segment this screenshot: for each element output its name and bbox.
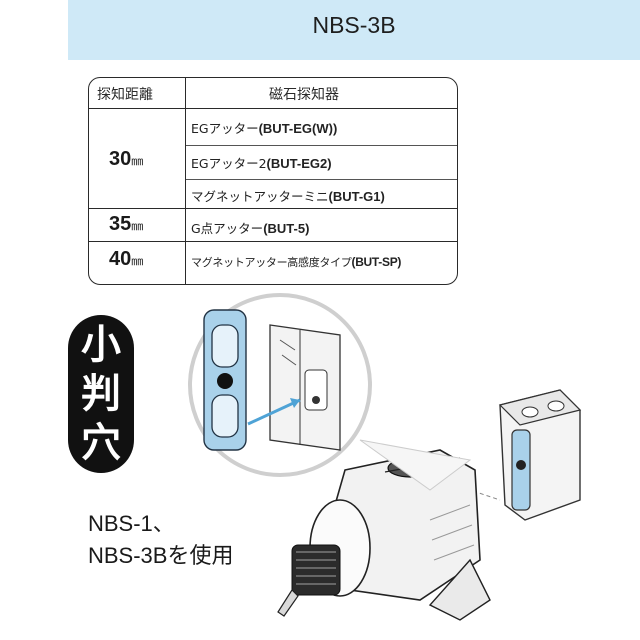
page-title: NBS-3B bbox=[312, 12, 396, 38]
badge-char: 判 bbox=[81, 370, 121, 417]
arrow-head-icon bbox=[290, 398, 300, 408]
detector-item: EGアッター2(BUT-EG2) bbox=[191, 156, 332, 171]
table-group-divider bbox=[89, 241, 457, 242]
direction-arrow bbox=[247, 398, 301, 426]
header-detector: 磁石探知器 bbox=[269, 87, 339, 103]
small-hole-badge: 小 判 穴 bbox=[68, 315, 134, 473]
distance-40: 40㎜ bbox=[109, 248, 144, 270]
usage-note-line2: NBS-3Bを使用 bbox=[88, 543, 234, 568]
tool-bit bbox=[277, 589, 299, 617]
badge-char: 穴 bbox=[81, 419, 121, 466]
title-banner: NBS-3B bbox=[68, 0, 640, 60]
detection-table: 探知距離 磁石探知器 30㎜ EGアッター(BUT-EG(W)) EGアッター2… bbox=[88, 77, 458, 285]
detector-item: マグネットアッター高感度タイプ(BUT-SP) bbox=[191, 255, 402, 269]
usage-note-line1: NBS-1、 bbox=[88, 511, 175, 536]
electrical-box bbox=[498, 389, 582, 521]
detector-tool bbox=[277, 449, 491, 621]
table-row-divider bbox=[186, 145, 457, 146]
tool-chuck bbox=[291, 544, 341, 596]
table-header-divider bbox=[89, 108, 457, 109]
magnet-dot bbox=[217, 373, 233, 389]
table-group-divider bbox=[89, 208, 457, 209]
nbs-marker-part bbox=[203, 309, 247, 451]
badge-char: 小 bbox=[81, 322, 121, 369]
table-row-divider bbox=[186, 179, 457, 180]
distance-30: 30㎜ bbox=[109, 148, 144, 170]
wall-stud bbox=[269, 324, 341, 451]
detector-item: EGアッター(BUT-EG(W)) bbox=[191, 121, 338, 136]
table-column-divider bbox=[185, 78, 186, 284]
distance-35: 35㎜ bbox=[109, 213, 144, 235]
magnified-callout bbox=[188, 293, 472, 491]
header-distance: 探知距離 bbox=[97, 87, 153, 103]
detector-item: G点アッター(BUT-5) bbox=[191, 221, 310, 236]
detector-item: マグネットアッターミニ(BUT-G1) bbox=[191, 189, 385, 204]
